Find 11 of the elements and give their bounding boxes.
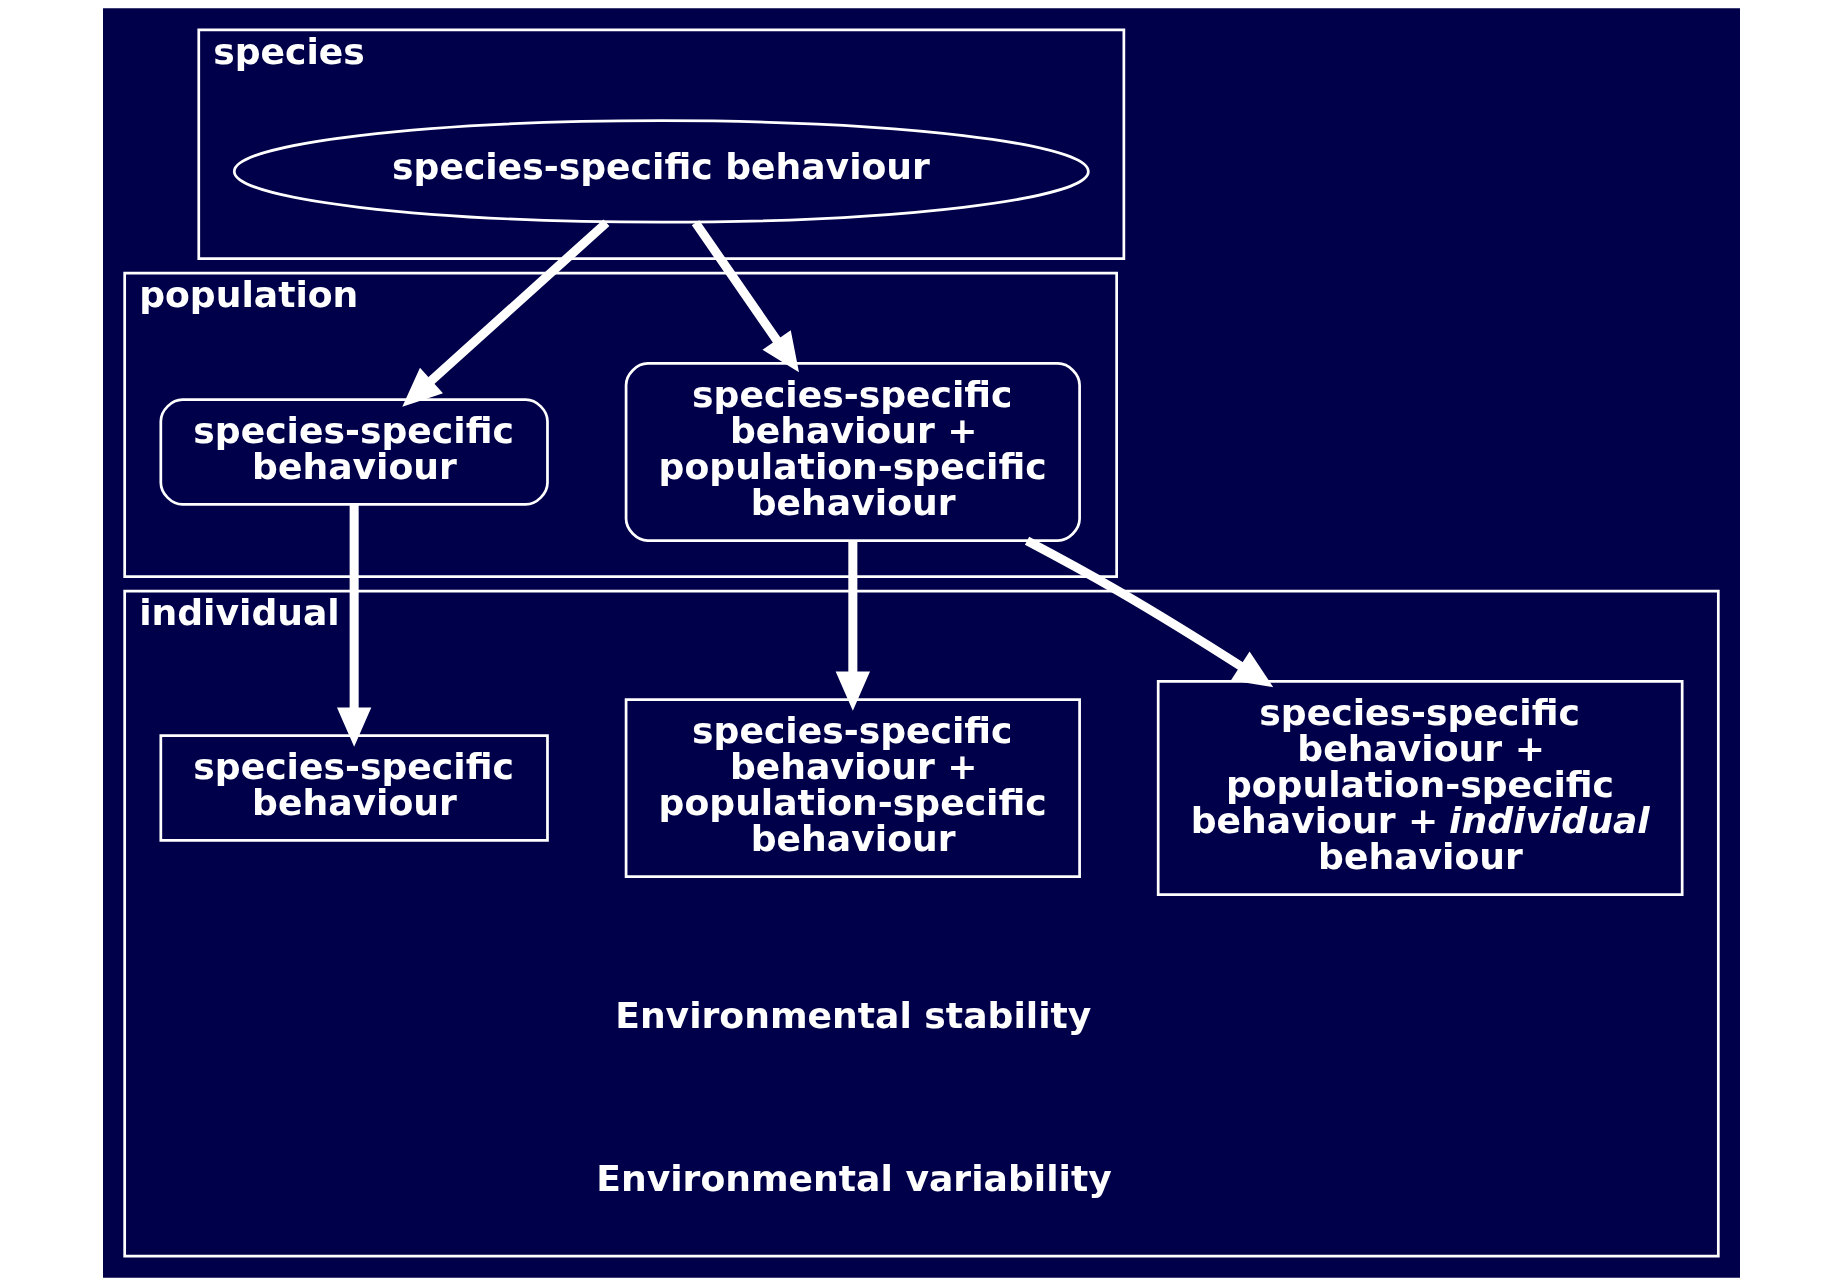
node-box: species-specific behaviour xyxy=(159,398,549,506)
label: Environmental stability xyxy=(615,994,1092,1038)
arrow xyxy=(691,220,799,373)
arrow xyxy=(835,541,871,711)
node-ellipse: species-specific behaviour xyxy=(232,119,1090,224)
node-box: species-specific behaviour xyxy=(159,734,549,842)
label: Environmental variability xyxy=(596,1156,1112,1200)
node-box: species-specific behaviour + population-specific behaviour xyxy=(624,698,1081,878)
node-box: species-specific behaviour + population-specific behaviour + individual behaviour xyxy=(1156,680,1684,897)
node-box: species-specific behaviour + population-specific behaviour xyxy=(624,362,1081,542)
arrow xyxy=(336,505,372,747)
